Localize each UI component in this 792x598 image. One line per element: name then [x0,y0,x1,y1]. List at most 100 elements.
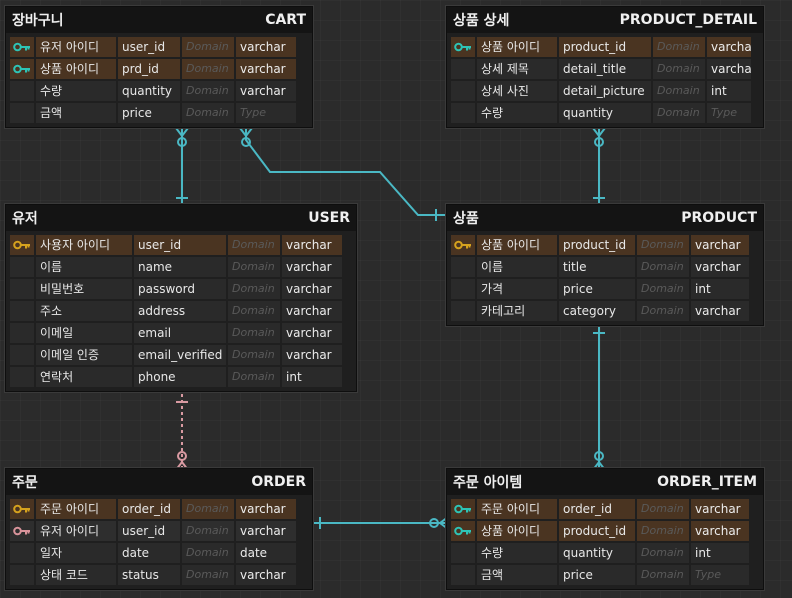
column-domain[interactable]: Domain [637,279,689,299]
column-domain[interactable]: Domain [637,565,689,585]
column-logical-name[interactable]: 비밀번호 [36,279,132,299]
column-domain[interactable]: Domain [653,81,705,101]
column-physical-name[interactable]: title [559,257,635,277]
column-physical-name[interactable]: order_id [118,499,180,519]
column-logical-name[interactable]: 상품 아이디 [477,521,557,541]
column-domain[interactable]: Domain [637,235,689,255]
column-physical-name[interactable]: email_verified [134,345,226,365]
column-physical-name[interactable]: price [118,103,180,123]
column-physical-name[interactable]: status [118,565,180,585]
column-data-type[interactable]: int [691,543,749,563]
column-logical-name[interactable]: 상품 아이디 [477,37,557,57]
column-domain[interactable]: Domain [653,59,705,79]
column-logical-name[interactable]: 상품 아이디 [36,59,116,79]
column-physical-name[interactable]: quantity [559,543,635,563]
column-logical-name[interactable]: 이름 [36,257,132,277]
column-logical-name[interactable]: 사용자 아이디 [36,235,132,255]
table-header[interactable]: 상품 상세 PRODUCT_DETAIL [447,7,763,33]
column-logical-name[interactable]: 주소 [36,301,132,321]
column-domain[interactable]: Domain [228,235,280,255]
column-physical-name[interactable]: name [134,257,226,277]
column-domain[interactable]: Domain [637,543,689,563]
column-logical-name[interactable]: 금액 [36,103,116,123]
table-header[interactable]: 장바구니 CART [6,7,312,33]
column-domain[interactable]: Domain [182,521,234,541]
column-domain[interactable]: Domain [182,565,234,585]
column-logical-name[interactable]: 상품 아이디 [477,235,557,255]
column-domain[interactable]: Domain [653,103,705,123]
column-data-type-placeholder[interactable]: Type [691,565,749,585]
column-physical-name[interactable]: quantity [559,103,651,123]
column-logical-name[interactable]: 수량 [477,103,557,123]
column-domain[interactable]: Domain [182,37,234,57]
column-domain[interactable]: Domain [228,367,280,387]
column-data-type[interactable]: varchar [691,499,749,519]
column-domain[interactable]: Domain [182,543,234,563]
table-header[interactable]: 주문 아이템 ORDER_ITEM [447,469,763,495]
column-physical-name[interactable]: quantity [118,81,180,101]
column-logical-name[interactable]: 이름 [477,257,557,277]
column-logical-name[interactable]: 주문 아이디 [477,499,557,519]
column-physical-name[interactable]: price [559,279,635,299]
column-data-type[interactable]: varchar [691,257,749,277]
column-physical-name[interactable]: user_id [134,235,226,255]
column-logical-name[interactable]: 이메일 인증 [36,345,132,365]
column-data-type[interactable]: varchar [236,81,296,101]
column-data-type[interactable]: int [707,81,751,101]
column-logical-name[interactable]: 이메일 [36,323,132,343]
column-physical-name[interactable]: detail_title [559,59,651,79]
column-domain[interactable]: Domain [637,301,689,321]
column-physical-name[interactable]: order_id [559,499,635,519]
column-data-type[interactable]: varchar [282,235,342,255]
column-logical-name[interactable]: 상세 제목 [477,59,557,79]
column-data-type[interactable]: varchar [691,235,749,255]
table-header[interactable]: 상품 PRODUCT [447,205,763,231]
column-physical-name[interactable]: email [134,323,226,343]
column-logical-name[interactable]: 유저 아이디 [36,521,116,541]
column-logical-name[interactable]: 상태 코드 [36,565,116,585]
column-domain[interactable]: Domain [182,103,234,123]
column-physical-name[interactable]: password [134,279,226,299]
column-data-type[interactable]: varchar [707,37,751,57]
column-physical-name[interactable]: product_id [559,37,651,57]
column-logical-name[interactable]: 주문 아이디 [36,499,116,519]
column-data-type[interactable]: varchar [707,59,751,79]
column-physical-name[interactable]: product_id [559,235,635,255]
column-logical-name[interactable]: 연락처 [36,367,132,387]
column-domain[interactable]: Domain [182,81,234,101]
column-data-type[interactable]: varchar [282,345,342,365]
column-data-type[interactable]: varchar [236,499,296,519]
column-physical-name[interactable]: user_id [118,521,180,541]
table-header[interactable]: 주문 ORDER [6,469,312,495]
column-data-type[interactable]: int [282,367,342,387]
column-domain[interactable]: Domain [228,323,280,343]
column-logical-name[interactable]: 일자 [36,543,116,563]
column-physical-name[interactable]: phone [134,367,226,387]
column-physical-name[interactable]: product_id [559,521,635,541]
table-header[interactable]: 유저 USER [6,205,356,231]
column-physical-name[interactable]: price [559,565,635,585]
